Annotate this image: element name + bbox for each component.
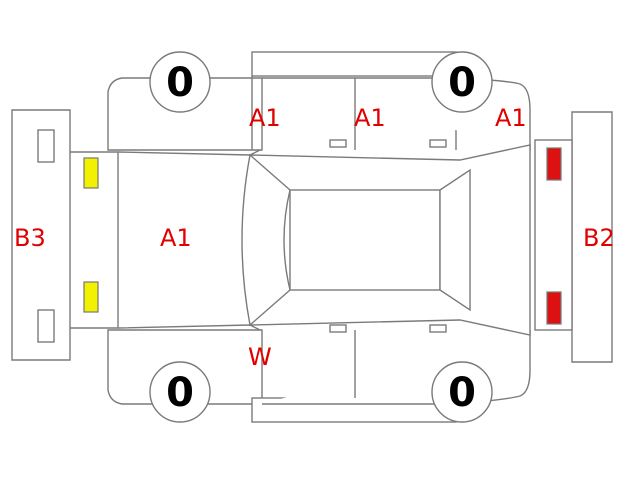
rear-bumper-label: B2 bbox=[583, 224, 615, 252]
front-left-lamp bbox=[83, 157, 99, 189]
front-right-lamp bbox=[83, 281, 99, 313]
roof-a-center-label: A1 bbox=[354, 104, 386, 132]
tire-rear-right-value: 0 bbox=[448, 370, 476, 416]
front-bumper bbox=[11, 109, 71, 361]
hood-label: A1 bbox=[160, 224, 192, 252]
tire-rear-left-value: 0 bbox=[448, 60, 476, 106]
tire-rear-right: 0 bbox=[431, 361, 493, 423]
front-bumper-label: B3 bbox=[14, 224, 46, 252]
tire-front-left: 0 bbox=[149, 51, 211, 113]
tire-rear-left: 0 bbox=[431, 51, 493, 113]
tire-front-right: 0 bbox=[149, 361, 211, 423]
rear-right-lamp bbox=[546, 291, 562, 325]
tire-front-right-value: 0 bbox=[166, 370, 194, 416]
roof-a-left-label: A1 bbox=[249, 104, 281, 132]
car-body-top-view bbox=[65, 144, 531, 336]
rear-bumper bbox=[534, 111, 613, 363]
roof-a-right-label: A1 bbox=[495, 104, 527, 132]
roof-panel bbox=[289, 189, 441, 291]
rear-window-panel bbox=[439, 168, 471, 312]
tire-front-left-value: 0 bbox=[166, 60, 194, 106]
windshield-label: W bbox=[248, 343, 272, 371]
rear-left-lamp bbox=[546, 147, 562, 181]
windshield-panel bbox=[241, 153, 291, 327]
